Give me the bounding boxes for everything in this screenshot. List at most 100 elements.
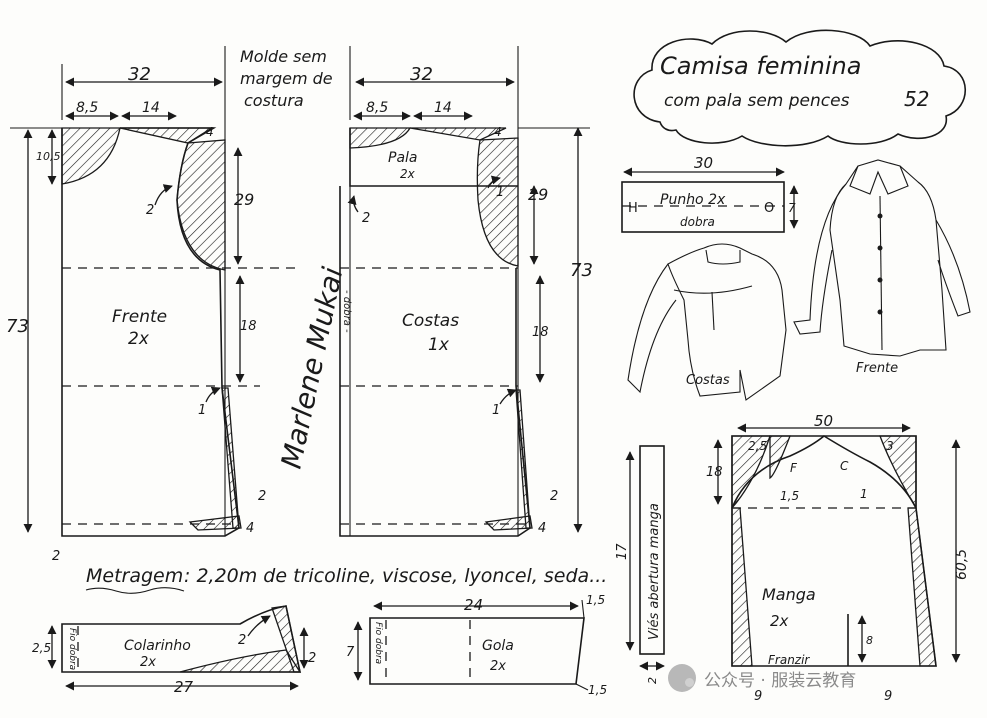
back-sketch-label: Costas bbox=[686, 373, 730, 388]
back-marker-3: 1 bbox=[492, 403, 500, 418]
fabric-note: Metragem : 2,20m de tricoline, viscose, … bbox=[85, 565, 607, 594]
title-line2: com pala sem pences bbox=[664, 91, 850, 111]
front-collar-width: 8,5 bbox=[76, 100, 98, 116]
sleeve-back-mark: C bbox=[840, 459, 849, 473]
note-line2: margem de bbox=[240, 69, 333, 88]
bias-length: 17 bbox=[615, 543, 630, 560]
sleeve-hem-right: 9 bbox=[884, 689, 892, 704]
cuff-piece: 30 Punho 2x dobra H O 7 bbox=[621, 154, 799, 233]
cuff-width-text: 30 bbox=[694, 154, 713, 172]
band-label: Gola bbox=[482, 638, 514, 654]
back-shoulder-length: 14 bbox=[434, 100, 452, 116]
sleeve-slit-dim: 8 bbox=[866, 634, 873, 647]
back-sketch: Costas bbox=[627, 243, 787, 401]
front-sketch: Frente bbox=[793, 159, 971, 376]
bias-width: 2 bbox=[646, 677, 659, 684]
front-armhole-depth: 29 bbox=[234, 190, 254, 209]
collar-qty: 2x bbox=[140, 655, 156, 670]
cuff-fold: dobra bbox=[680, 215, 715, 229]
sleeve-piece: 50 18 60,5 2,5 3 F C 1,5 1 Manga 2x 8 Fr… bbox=[706, 412, 970, 704]
front-marker-2: 1 bbox=[198, 403, 206, 418]
back-yoke-qty: 2x bbox=[400, 167, 416, 181]
back-armhole-hatch bbox=[476, 137, 519, 267]
sleeve-front-mark: F bbox=[790, 461, 798, 475]
front-marker-3: 2 bbox=[258, 489, 266, 504]
collar-length: 27 bbox=[174, 678, 194, 696]
front-width-text: 32 bbox=[128, 64, 151, 85]
cuff-mark-o: O bbox=[764, 201, 774, 216]
band-top-dim: 1,5 bbox=[586, 593, 605, 607]
cuff-label: Punho 2x bbox=[660, 192, 726, 208]
collar-height: 2,5 bbox=[32, 641, 51, 655]
seam-allowance-note: Molde sem margem de costura bbox=[240, 47, 333, 110]
front-marker-1: 2 bbox=[146, 203, 154, 218]
fabric-label: Metragem bbox=[86, 565, 183, 587]
back-qty: 1x bbox=[428, 335, 450, 355]
front-sketch-label: Frente bbox=[856, 361, 898, 376]
front-marker-5: 2 bbox=[52, 549, 60, 564]
front-qty: 2x bbox=[128, 329, 150, 349]
back-fold-label: - dobra - bbox=[341, 290, 352, 333]
sleeve-left-inset: 2,5 bbox=[748, 439, 767, 453]
back-waist-dim: 18 bbox=[532, 325, 549, 340]
collar-piece: Fio dobra Colarinho 2x 2,5 27 2 2 bbox=[32, 605, 316, 696]
sleeve-mid-right: 1 bbox=[860, 487, 868, 501]
front-label: Frente bbox=[112, 307, 167, 327]
title-line1: Camisa feminina bbox=[660, 52, 861, 80]
front-length-text: 73 bbox=[6, 316, 29, 337]
collar-band-piece: Fio dobra Gola 2x 24 7 1,5 1,5 bbox=[346, 593, 607, 697]
wechat-icon bbox=[668, 664, 696, 692]
band-length: 24 bbox=[464, 596, 483, 614]
sleeve-width-text: 50 bbox=[814, 412, 833, 430]
designer-signature: Marlene Mukai bbox=[275, 264, 350, 471]
title-cloud: Camisa feminina com pala sem pences 52 bbox=[633, 29, 967, 147]
back-yoke-label: Pala bbox=[388, 150, 418, 166]
front-piece: 32 8,5 14 73 10,5 29 18 4 2 bbox=[6, 46, 295, 564]
size-number: 52 bbox=[904, 87, 929, 111]
sleeve-right-inset: 3 bbox=[886, 439, 894, 453]
back-shoulder-drop: 4 bbox=[494, 125, 502, 139]
sleeve-label: Manga bbox=[762, 585, 816, 604]
back-piece: 32 8,5 14 73 Pala 2x - dobra - 18 29 4 C… bbox=[339, 46, 593, 537]
collar-fold: Fio dobra bbox=[67, 628, 77, 670]
sleeve-length-text: 60,5 bbox=[954, 549, 970, 580]
front-waist-dim: 18 bbox=[240, 319, 257, 334]
sleeve-cap-dim: 18 bbox=[706, 465, 723, 480]
note-line1: Molde sem bbox=[240, 47, 327, 66]
front-armhole-hatch bbox=[176, 139, 226, 271]
back-length-text: 73 bbox=[570, 260, 593, 281]
sleeve-hem-left: 9 bbox=[754, 689, 762, 704]
band-fold: Fio dobra bbox=[373, 622, 383, 664]
fabric-text: : 2,20m de tricoline, viscose, lyoncel, … bbox=[184, 565, 607, 587]
sleeve-qty: 2x bbox=[770, 612, 789, 630]
sleeve-mid-left: 1,5 bbox=[780, 489, 799, 503]
collar-end-dim: 2 bbox=[308, 651, 316, 666]
watermark: 公众号 · 服装云教育 bbox=[668, 664, 856, 692]
band-qty: 2x bbox=[490, 659, 506, 674]
back-marker-6: 1 bbox=[496, 185, 504, 200]
cuff-height: 7 bbox=[788, 201, 796, 215]
watermark-text: 公众号 · 服装云教育 bbox=[704, 670, 857, 691]
bias-strip: Viés abertura manga 17 2 bbox=[615, 445, 665, 684]
back-marker-5: 4 bbox=[538, 521, 546, 536]
back-marker-4: 2 bbox=[550, 489, 558, 504]
collar-label: Colarinho bbox=[124, 638, 191, 654]
cuff-mark-h: H bbox=[628, 201, 638, 216]
front-marker-4: 4 bbox=[246, 521, 254, 536]
front-neck-depth: 10,5 bbox=[36, 150, 61, 163]
back-marker-1: 2 bbox=[362, 211, 370, 226]
back-collar-width: 8,5 bbox=[366, 100, 388, 116]
front-shoulder-length: 14 bbox=[142, 100, 160, 116]
back-armhole-depth: 29 bbox=[528, 185, 548, 204]
front-shoulder-drop: 4 bbox=[206, 125, 214, 139]
back-width-text: 32 bbox=[410, 64, 433, 85]
back-label: Costas bbox=[402, 311, 459, 331]
sleeve-gather: Franzir bbox=[768, 653, 810, 667]
note-line3: costura bbox=[244, 91, 304, 110]
collar-tip-dim: 2 bbox=[238, 633, 246, 648]
band-bottom-dim: 1,5 bbox=[588, 683, 607, 697]
bias-label: Viés abertura manga bbox=[647, 503, 662, 640]
front-neckline-hatch bbox=[61, 127, 121, 185]
